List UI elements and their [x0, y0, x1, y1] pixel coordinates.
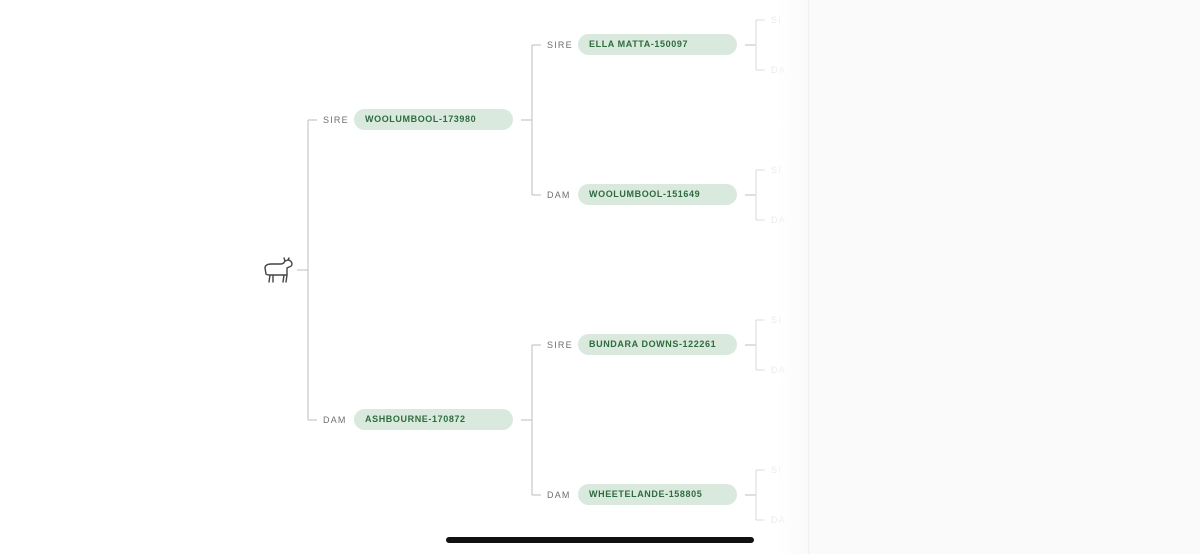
role-label-dam: DAM: [323, 415, 347, 425]
role-label-faded: SI: [771, 15, 782, 25]
role-label-faded: SI: [771, 315, 782, 325]
role-label-faded: DA: [771, 365, 786, 375]
role-label-dam: DAM: [547, 490, 571, 500]
role-label-sire: SIRE: [547, 340, 573, 350]
role-label-sire: SIRE: [323, 115, 349, 125]
pedigree-node-dam-dam[interactable]: WHEETELANDE-158805: [578, 484, 737, 505]
pedigree-node-dam-sire[interactable]: BUNDARA DOWNS-122261: [578, 334, 737, 355]
role-label-faded: DA: [771, 515, 786, 525]
home-indicator-bar[interactable]: [446, 537, 754, 543]
pedigree-node-dam[interactable]: ASHBOURNE-170872: [354, 409, 513, 430]
role-label-faded: DA: [771, 215, 786, 225]
role-label-faded: DA: [771, 65, 786, 75]
role-label-sire: SIRE: [547, 40, 573, 50]
role-label-faded: SI: [771, 165, 782, 175]
sheep-icon: [264, 257, 293, 283]
side-panel: [808, 0, 1200, 554]
pedigree-node-sire-sire[interactable]: ELLA MATTA-150097: [578, 34, 737, 55]
role-label-dam: DAM: [547, 190, 571, 200]
role-label-faded: SI: [771, 465, 782, 475]
pedigree-node-sire[interactable]: WOOLUMBOOL-173980: [354, 109, 513, 130]
pedigree-node-sire-dam[interactable]: WOOLUMBOOL-151649: [578, 184, 737, 205]
